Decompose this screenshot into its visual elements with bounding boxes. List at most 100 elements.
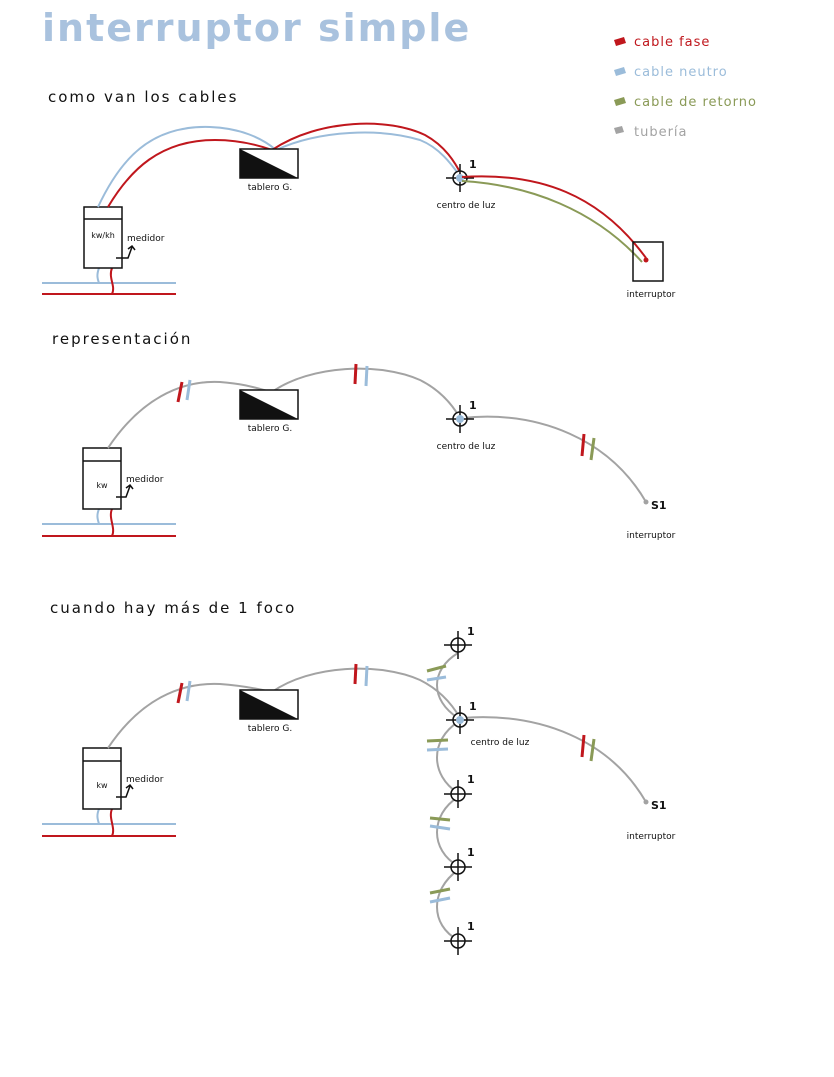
meter-3: kw medidor	[82, 747, 164, 810]
panel-label: tablero G.	[248, 183, 293, 193]
phase-marker	[176, 682, 184, 704]
conduit-meter-panel-3	[107, 682, 273, 749]
light-center: 1 centro de luz	[437, 158, 496, 211]
meter-box-3	[82, 747, 122, 810]
legend-item-conduit: tubería	[614, 125, 688, 140]
phase-marker	[176, 381, 184, 403]
service-phase-drop	[109, 267, 115, 295]
switch-point	[643, 499, 649, 505]
light-center-label: centro de luz	[437, 442, 496, 452]
legend-swatch-neutral	[614, 67, 626, 76]
phase-wire-light-switch	[461, 175, 647, 259]
panel-fill	[240, 149, 298, 178]
return-marker	[426, 664, 447, 673]
neutral-marker	[429, 896, 451, 904]
neutral-wire-meter-panel	[97, 125, 277, 208]
legend-item-phase: cable fase	[614, 35, 710, 50]
meter-arrow-3	[116, 785, 131, 798]
conduit-panel-light	[271, 367, 461, 419]
return-marker	[426, 738, 449, 743]
phase-marker	[580, 734, 586, 758]
light-center-label: centro de luz	[471, 738, 530, 748]
light-fixture-2: 1	[444, 773, 475, 808]
light-center-label: centro de luz	[437, 201, 496, 211]
wiring-section: kw/kh medidor tablero G. 1 centro de luz	[42, 122, 676, 300]
conduit-branch-1	[436, 721, 459, 794]
neutral-wire-panel-light	[275, 131, 461, 177]
meter-label-2: medidor	[126, 475, 164, 485]
switch-3: S1 interruptor	[627, 799, 676, 842]
switch-code: S1	[651, 499, 667, 512]
meter-arrow-2	[116, 485, 131, 498]
representation-section: kw medidor tablero G. 1	[42, 363, 676, 541]
switch-point	[643, 799, 649, 805]
section-title-multiple-lights: cuando hay más de 1 foco	[50, 599, 297, 617]
return-marker	[429, 887, 451, 895]
switch-2: S1 interruptor	[627, 499, 676, 541]
switch-code: S1	[651, 799, 667, 812]
meter-box-2	[82, 447, 122, 510]
legend-label-conduit: tubería	[634, 125, 688, 140]
meter-label: medidor	[127, 234, 165, 244]
panel-fill-2	[240, 390, 298, 419]
legend-swatch-conduit	[614, 126, 624, 134]
panel-label-3: tablero G.	[248, 724, 293, 734]
wire-markers-3	[176, 663, 596, 904]
return-marker	[589, 738, 596, 762]
phase-wire-panel-light	[271, 122, 463, 177]
conduit-panel-light-3	[271, 667, 461, 719]
service-neutral-drop-3	[96, 808, 100, 825]
panel-3: tablero G.	[239, 689, 299, 734]
light-number: 1	[469, 399, 477, 412]
meter-arrow	[116, 246, 133, 259]
legend-label-phase: cable fase	[634, 35, 710, 50]
service-phase-drop-3	[109, 808, 115, 837]
meter-arrow-head	[127, 244, 136, 251]
switch-box	[632, 241, 664, 282]
legend-swatch-return	[614, 97, 626, 106]
legend-swatch-phase	[614, 37, 626, 46]
light-number: 1	[467, 920, 475, 933]
light-center-2: 1 centro de luz	[437, 399, 496, 452]
meter: kw/kh medidor	[83, 206, 165, 269]
light-fixture-4: 1	[444, 920, 475, 955]
neutral-marker	[429, 824, 451, 831]
return-marker	[429, 816, 451, 822]
neutral-marker	[364, 665, 369, 687]
neutral-marker	[426, 675, 447, 682]
meter-unit-label-3: kw	[96, 781, 108, 790]
neutral-marker	[185, 379, 192, 401]
conduit-meter-panel	[107, 380, 273, 449]
panel: tablero G.	[239, 148, 299, 193]
phase-marker	[580, 433, 586, 457]
meter-box	[83, 206, 123, 269]
light-fixture-3: 1	[444, 846, 475, 881]
panel-fill-3	[240, 690, 298, 719]
neutral-marker	[426, 747, 449, 752]
return-wire-light-switch	[461, 180, 643, 263]
light-number: 1	[467, 773, 475, 786]
light-center-3: 1 centro de luz	[446, 700, 530, 748]
switch: interruptor	[627, 241, 676, 300]
conduit-light-switch	[461, 415, 647, 503]
service-neutral-drop-2	[96, 508, 100, 525]
meter-unit-label: kw/kh	[91, 231, 115, 240]
conduit-branch-3	[436, 869, 459, 941]
section-title-wiring: como van los cables	[48, 88, 239, 106]
meter-unit-label-2: kw	[96, 481, 108, 490]
legend-label-return: cable de retorno	[634, 95, 757, 110]
return-marker	[589, 437, 596, 461]
meter-arrow-head-3	[125, 783, 134, 790]
meter-arrow-head-2	[125, 483, 134, 490]
panel-label-2: tablero G.	[248, 424, 293, 434]
conduit-branch-up	[436, 652, 459, 719]
wire-markers-2	[176, 363, 596, 461]
legend-item-neutral: cable neutro	[614, 65, 727, 80]
conduit-branch-2	[436, 796, 459, 867]
legend-item-return: cable de retorno	[614, 95, 757, 110]
light-junction	[456, 415, 464, 423]
page-title: interruptor simple	[42, 6, 472, 50]
service-neutral-drop	[96, 267, 100, 284]
meter-2: kw medidor	[82, 447, 164, 510]
